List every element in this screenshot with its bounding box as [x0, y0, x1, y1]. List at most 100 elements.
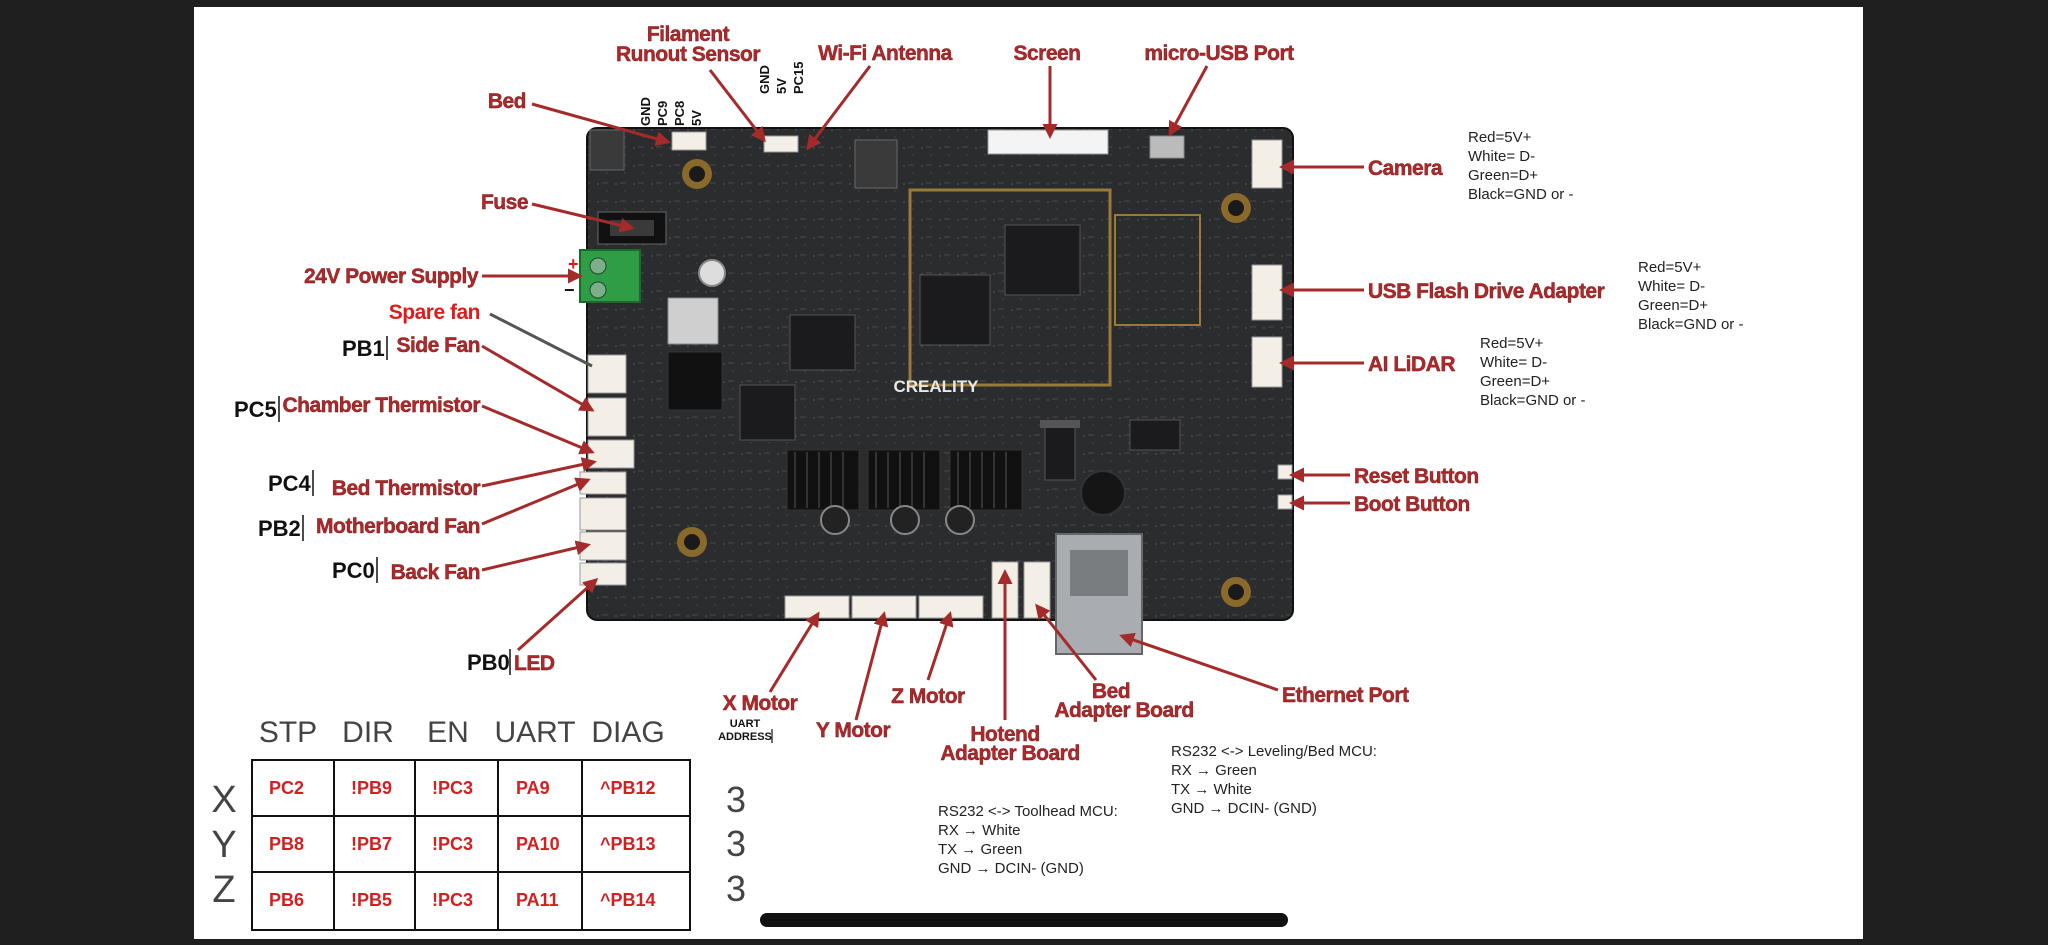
- wifi-antenna-label: Wi-Fi Antenna: [818, 42, 953, 65]
- svg-text:Red=5V+: Red=5V+: [1480, 335, 1544, 352]
- y-motor-label: Y Motor: [816, 719, 891, 742]
- axis-z: Z: [212, 869, 235, 911]
- runout-pin-pc15: PC15: [791, 61, 806, 94]
- led-label: LED: [514, 652, 555, 675]
- ai-lidar-label: AI LiDAR: [1368, 353, 1455, 376]
- bed-mcu-rs232-note: RS232 <-> Leveling/Bed MCU: RX → Green T…: [1171, 743, 1377, 817]
- table-cell: !PC3: [432, 778, 473, 798]
- svg-text:RX → White: RX → White: [938, 822, 1021, 839]
- chamber-thermistor-label: Chamber Thermistor: [282, 394, 480, 417]
- ethernet-port-label: Ethernet Port: [1282, 684, 1409, 707]
- uart-address-y: 3: [726, 823, 746, 864]
- table-header-uart: UART: [494, 716, 575, 749]
- callout-arrows: [481, 65, 1364, 721]
- table-cell: !PB5: [351, 890, 392, 910]
- svg-text:Green=D+: Green=D+: [1480, 373, 1550, 390]
- svg-text:RS232 <-> Leveling/Bed MCU:: RS232 <-> Leveling/Bed MCU:: [1171, 743, 1377, 760]
- hotend-adapter-label-2: Adapter Board: [940, 742, 1079, 765]
- horizontal-scrollbar[interactable]: [760, 913, 1288, 927]
- pin-pb0: PB0: [467, 650, 510, 675]
- runout-pin-5v: 5V: [774, 78, 789, 94]
- pin-pc5: PC5: [234, 397, 277, 422]
- svg-text:White= D-: White= D-: [1638, 278, 1705, 295]
- power-terminal: [579, 249, 641, 303]
- screen-connector: [987, 129, 1109, 155]
- extra-fan-connector: [579, 497, 627, 531]
- svg-text:Green=D+: Green=D+: [1638, 297, 1708, 314]
- svg-text:TX → White: TX → White: [1171, 781, 1252, 798]
- table-cell: ^PB14: [600, 890, 656, 910]
- usb-flash-connector: [1251, 264, 1283, 321]
- table-header-en: EN: [427, 716, 469, 749]
- plus-sign: +: [568, 254, 579, 274]
- power-supply-label: 24V Power Supply: [304, 265, 479, 288]
- pin-pc0: PC0: [332, 558, 375, 583]
- bed-adapter-label-2: Adapter Board: [1054, 699, 1193, 722]
- table-header-dir: DIR: [342, 716, 394, 749]
- hotend-adapter-label-1: Hotend: [970, 723, 1039, 746]
- chamber-thermistor-connector: [587, 397, 627, 437]
- reset-button-component: [1277, 464, 1293, 480]
- filament-runout-label-2: Runout Sensor: [616, 43, 760, 66]
- table-cell: !PC3: [432, 834, 473, 854]
- filament-runout-label-1: Filament: [647, 23, 730, 46]
- pin-pb1: PB1: [342, 336, 385, 361]
- side-fan-label: Side Fan: [396, 334, 480, 357]
- runout-pin-gnd: GND: [757, 65, 772, 94]
- micro-usb-port: [1149, 135, 1185, 159]
- motherboard-fan-label: Motherboard Fan: [316, 515, 480, 538]
- table-cell: PA11: [516, 890, 559, 910]
- uart-address-x: 3: [726, 779, 746, 820]
- pin-pc4: PC4: [268, 471, 312, 496]
- bed-pin-pc8: PC8: [672, 101, 687, 126]
- usb-flash-wiring-note: Red=5V+ White= D- Green=D+ Black=GND or …: [1638, 259, 1743, 333]
- usb-flash-label: USB Flash Drive Adapter: [1368, 280, 1605, 303]
- svg-text:White= D-: White= D-: [1468, 148, 1535, 165]
- bed-pin-5v: 5V: [689, 110, 704, 126]
- micro-usb-label: micro-USB Port: [1144, 42, 1294, 65]
- table-header-stp: STP: [259, 716, 317, 749]
- svg-text:GND → DCIN- (GND): GND → DCIN- (GND): [938, 860, 1084, 877]
- toolhead-rs232-note: RS232 <-> Toolhead MCU: RX → White TX → …: [938, 803, 1118, 877]
- screen-label: Screen: [1013, 42, 1080, 65]
- bed-pin-gnd: GND: [638, 97, 653, 126]
- table-cell: PC2: [269, 778, 304, 798]
- bed-connector: [671, 131, 707, 151]
- svg-text:Black=GND or -: Black=GND or -: [1480, 392, 1585, 409]
- table-cell: ^PB12: [600, 778, 656, 798]
- camera-connector: [1251, 139, 1283, 189]
- svg-text:Red=5V+: Red=5V+: [1468, 129, 1532, 146]
- svg-text:RX → Green: RX → Green: [1171, 762, 1257, 779]
- uart-address-label-1: UART: [730, 718, 761, 730]
- svg-text:Black=GND or -: Black=GND or -: [1638, 316, 1743, 333]
- axis-x: X: [211, 779, 236, 821]
- svg-text:Red=5V+: Red=5V+: [1638, 259, 1702, 276]
- stepper-pin-table: STP DIR EN UART DIAG X Y Z PC2 !PB9 !PC3…: [211, 716, 746, 931]
- axis-y: Y: [211, 824, 236, 866]
- bed-pin-pc9: PC9: [655, 101, 670, 126]
- uart-address-label-2: ADDRESS: [718, 731, 772, 743]
- table-cell: PA10: [516, 834, 560, 854]
- boot-button-label: Boot Button: [1354, 493, 1470, 516]
- board-brand: CREALITY: [894, 377, 980, 396]
- table-cell: !PC3: [432, 890, 473, 910]
- lidar-connector: [1251, 336, 1283, 388]
- table-header-diag: DIAG: [591, 716, 664, 749]
- table-cell: !PB7: [351, 834, 392, 854]
- bed-thermistor-connector: [587, 439, 635, 469]
- minus-sign: −: [564, 280, 575, 300]
- table-cell: !PB9: [351, 778, 392, 798]
- svg-text:RS232 <-> Toolhead MCU:: RS232 <-> Toolhead MCU:: [938, 803, 1118, 820]
- camera-label: Camera: [1368, 157, 1443, 180]
- spare-fan-label: Spare fan: [389, 301, 480, 324]
- fuse-component: [597, 211, 667, 245]
- camera-wiring-note: Red=5V+ White= D- Green=D+ Black=GND or …: [1468, 129, 1573, 203]
- uart-address-z: 3: [726, 868, 746, 909]
- table-cell: PB6: [269, 890, 304, 910]
- runout-connector: [763, 135, 799, 153]
- side-fan-connector: [587, 354, 627, 394]
- svg-text:GND → DCIN- (GND): GND → DCIN- (GND): [1171, 800, 1317, 817]
- svg-text:Black=GND or -: Black=GND or -: [1468, 186, 1573, 203]
- svg-text:TX → Green: TX → Green: [938, 841, 1022, 858]
- mainboard: CREALITY + −: [564, 127, 1294, 655]
